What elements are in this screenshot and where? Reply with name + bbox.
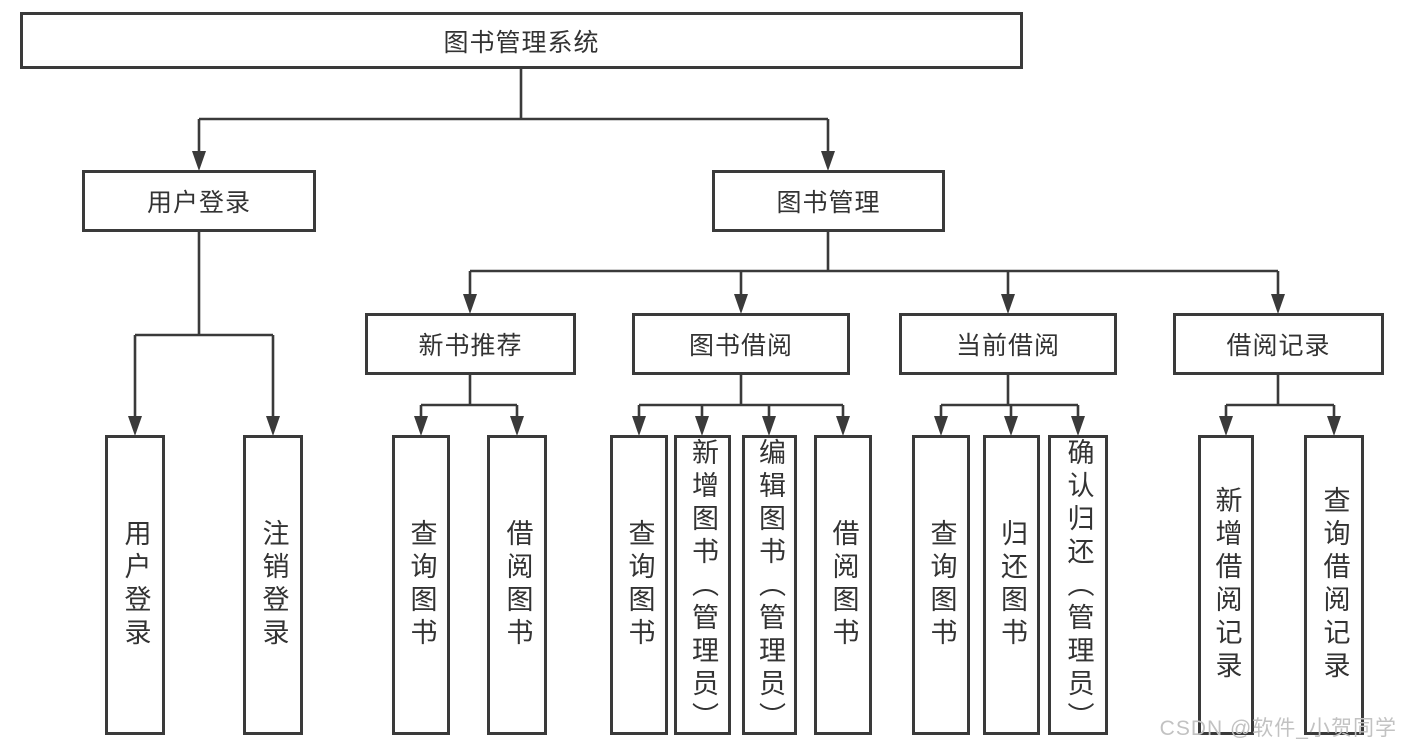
arrowheads	[128, 151, 1341, 436]
leaf-confirm-return-admin: 确认归还（管理员）	[1048, 435, 1108, 735]
node-label: 新增图书（管理员）	[688, 438, 719, 735]
leaf-user-login: 用户登录	[105, 435, 165, 735]
node-label: 用户登录	[120, 519, 151, 651]
arrow-down-icon	[762, 416, 776, 436]
arrow-down-icon	[1071, 416, 1085, 436]
leaf-borrow-books-recommend: 借阅图书	[487, 435, 547, 735]
node-book-management: 图书管理	[712, 170, 945, 232]
arrow-down-icon	[1219, 416, 1233, 436]
connector-bookborrow-to-leaves	[637, 375, 845, 418]
node-label: 确认归还（管理员）	[1063, 438, 1094, 735]
arrow-down-icon	[836, 416, 850, 436]
arrow-down-icon	[734, 294, 748, 314]
node-label: 借阅图书	[502, 519, 533, 651]
connector-bookmgmt-to-level3	[468, 232, 1280, 297]
arrow-down-icon	[192, 151, 206, 171]
node-label: 查询图书	[406, 519, 437, 651]
leaf-borrow-books-borrowing: 借阅图书	[814, 435, 872, 735]
arrow-down-icon	[632, 416, 646, 436]
connector-newbook-to-leaves	[419, 375, 519, 418]
node-label: 新增借阅记录	[1211, 486, 1242, 684]
connector-userlogin-to-leaves	[133, 232, 275, 418]
leaf-query-borrow-record: 查询借阅记录	[1304, 435, 1364, 735]
arrow-down-icon	[414, 416, 428, 436]
arrow-down-icon	[1271, 294, 1285, 314]
node-label: 归还图书	[997, 519, 1028, 651]
leaf-query-books-recommend: 查询图书	[392, 435, 450, 735]
node-label: 编辑图书（管理员）	[755, 438, 786, 735]
leaf-edit-book-admin: 编辑图书（管理员）	[742, 435, 797, 735]
arrow-down-icon	[934, 416, 948, 436]
arrow-down-icon	[695, 416, 709, 436]
connector-currentborrow-to-leaves	[939, 375, 1080, 418]
leaf-return-books: 归还图书	[983, 435, 1040, 735]
leaf-add-borrow-record: 新增借阅记录	[1198, 435, 1254, 735]
leaf-query-books-current: 查询图书	[912, 435, 970, 735]
node-user-login: 用户登录	[82, 170, 316, 232]
leaf-query-books-borrowing: 查询图书	[610, 435, 668, 735]
arrow-down-icon	[266, 416, 280, 436]
arrow-down-icon	[1004, 416, 1018, 436]
arrow-down-icon	[463, 294, 477, 314]
arrow-down-icon	[1001, 294, 1015, 314]
node-borrow-records: 借阅记录	[1173, 313, 1384, 375]
connector-lines	[133, 69, 1336, 418]
leaf-add-book-admin: 新增图书（管理员）	[674, 435, 731, 735]
node-label: 借阅图书	[828, 519, 859, 651]
node-label: 查询图书	[926, 519, 957, 651]
arrow-down-icon	[128, 416, 142, 436]
connector-root-to-level2	[197, 69, 830, 153]
node-label: 注销登录	[258, 519, 289, 651]
arrow-down-icon	[1327, 416, 1341, 436]
node-label: 查询图书	[624, 519, 655, 651]
node-root: 图书管理系统	[20, 12, 1023, 69]
node-current-borrowing: 当前借阅	[899, 313, 1117, 375]
node-label: 查询借阅记录	[1319, 486, 1350, 684]
leaf-logout: 注销登录	[243, 435, 303, 735]
arrow-down-icon	[821, 151, 835, 171]
arrow-down-icon	[510, 416, 524, 436]
connector-borrowrecords-to-leaves	[1224, 375, 1336, 418]
node-book-borrowing: 图书借阅	[632, 313, 850, 375]
node-new-book-recommend: 新书推荐	[365, 313, 576, 375]
watermark: CSDN @软件_小贺同学	[1159, 717, 1397, 740]
